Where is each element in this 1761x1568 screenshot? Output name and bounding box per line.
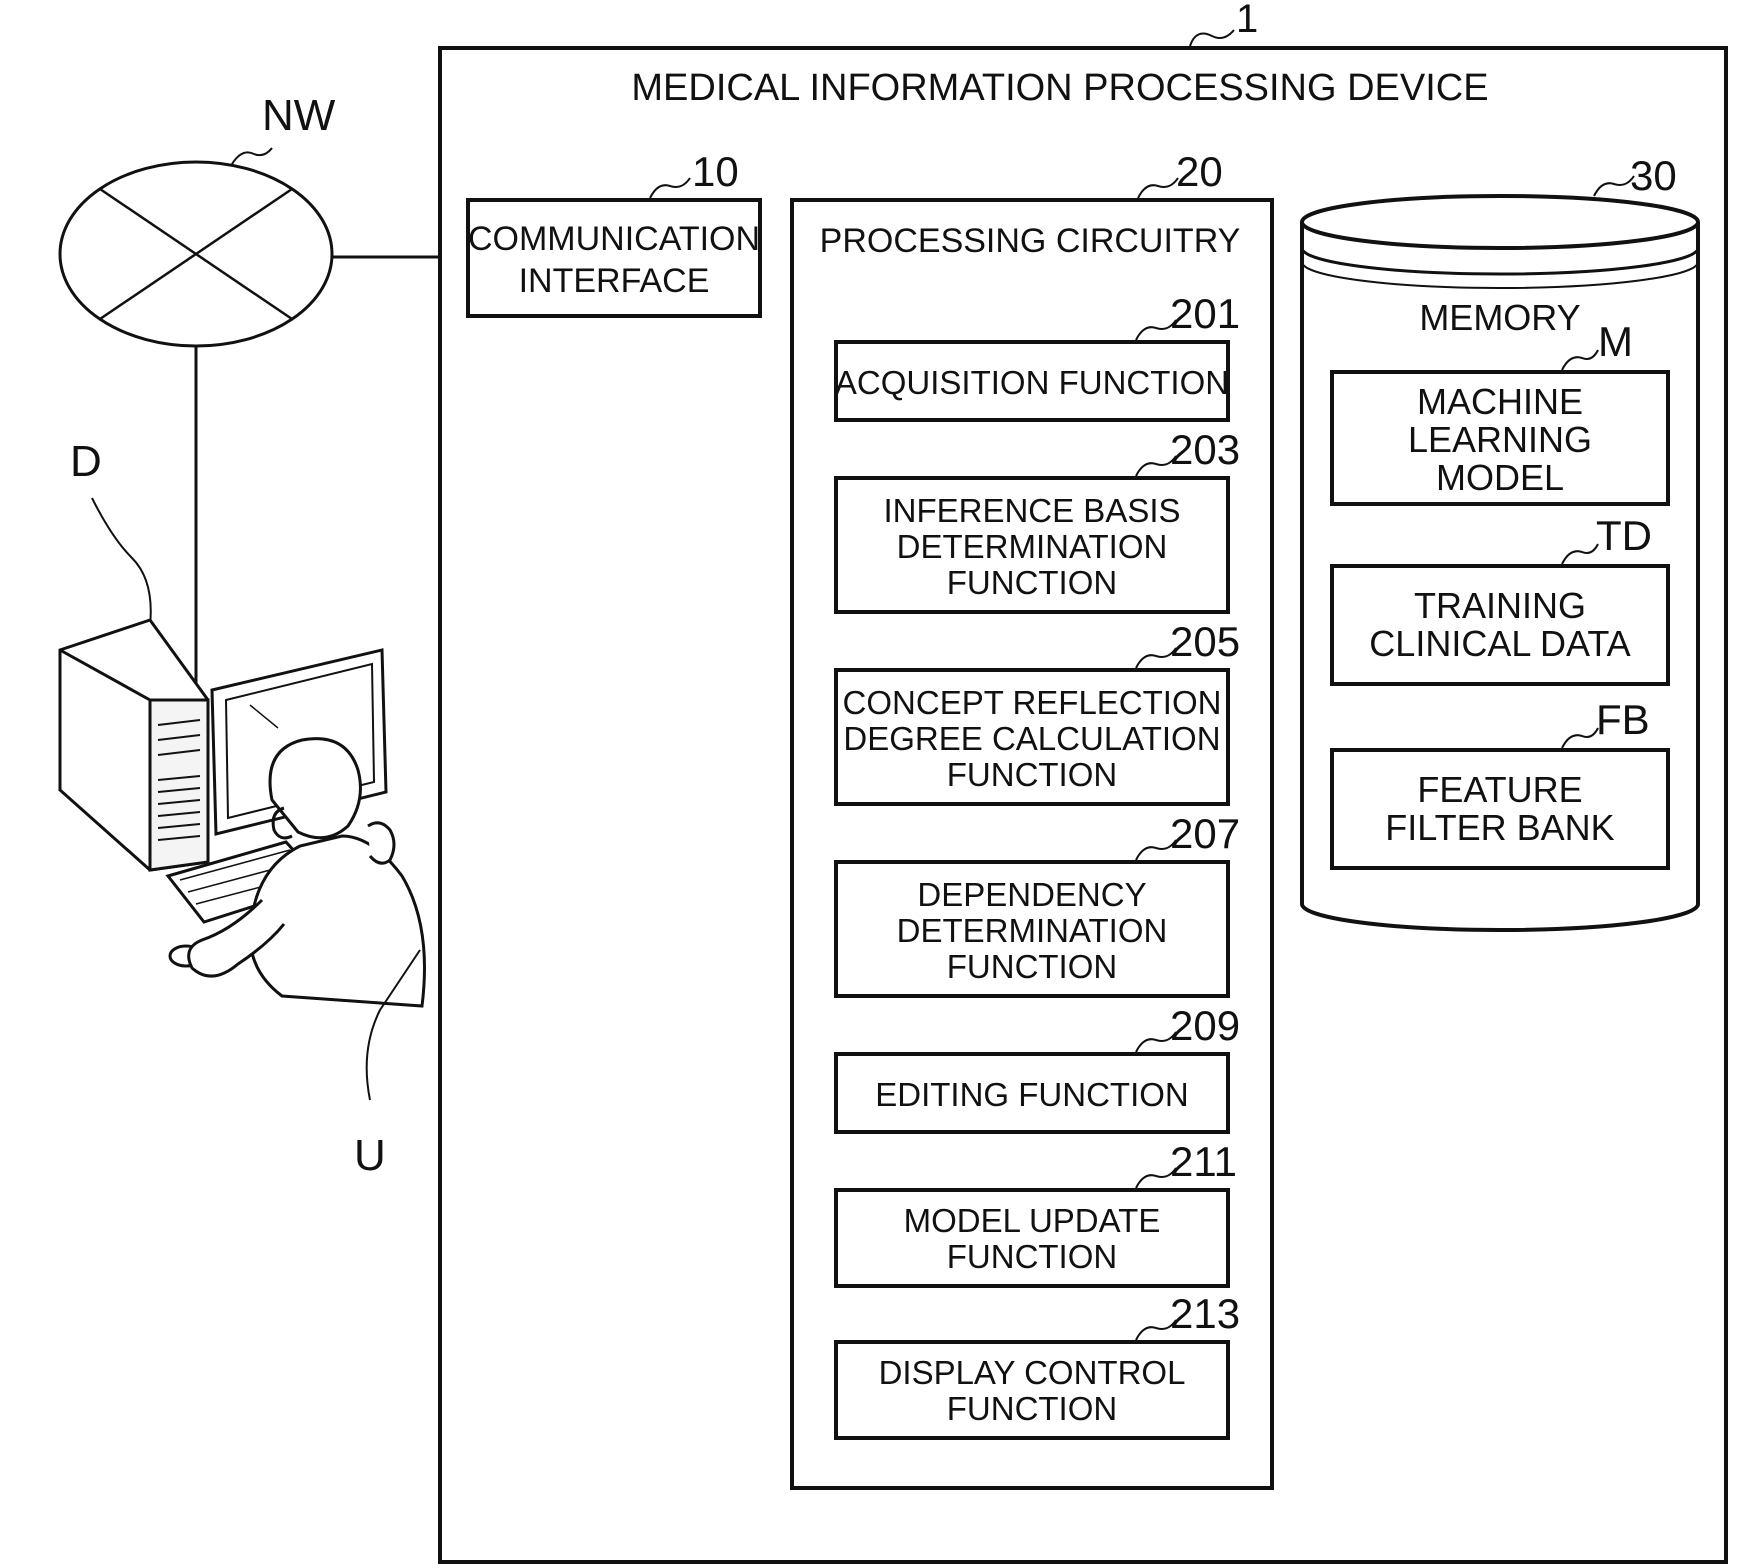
memory-item-line: FEATURE xyxy=(1417,769,1582,810)
memory-item-ref: M xyxy=(1598,318,1633,365)
function-label-line: DISPLAY CONTROL xyxy=(879,1354,1186,1391)
memory-item-ref: TD xyxy=(1596,512,1652,559)
memory-item-line: MODEL xyxy=(1436,457,1564,498)
memory-item-line: FILTER BANK xyxy=(1385,807,1614,848)
function-ref: 203 xyxy=(1170,426,1240,473)
user-head xyxy=(270,739,360,838)
function-label-line: DETERMINATION xyxy=(897,528,1168,565)
processing-circuitry-ref: 20 xyxy=(1176,148,1223,195)
function-label-line: CONCEPT REFLECTION xyxy=(843,684,1222,721)
function-label-line: FUNCTION xyxy=(947,756,1117,793)
network-ref: NW xyxy=(262,91,336,140)
function-label-line: DETERMINATION xyxy=(897,912,1168,949)
function-label-line: MODEL UPDATE xyxy=(904,1202,1161,1239)
function-label-line: FUNCTION xyxy=(947,1390,1117,1427)
function-ref: 201 xyxy=(1170,290,1240,337)
processing-circuitry-ref-leader xyxy=(1138,178,1178,198)
user-ref: U xyxy=(354,1131,386,1180)
function-label-line: FUNCTION xyxy=(947,948,1117,985)
function-label-line: FUNCTION xyxy=(947,1238,1117,1275)
communication-interface-line-1: COMMUNICATION xyxy=(468,220,760,258)
processing-circuitry-title: PROCESSING CIRCUITRY xyxy=(820,222,1241,260)
device-title: MEDICAL INFORMATION PROCESSING DEVICE xyxy=(631,67,1488,109)
memory-ref-leader xyxy=(1594,176,1634,196)
user-hand xyxy=(368,823,394,863)
memory-cylinder-top xyxy=(1302,196,1698,248)
function-ref: 205 xyxy=(1170,618,1240,665)
network-node xyxy=(60,162,332,346)
memory-item-line: CLINICAL DATA xyxy=(1369,623,1630,664)
communication-interface-line-2: INTERFACE xyxy=(519,262,710,300)
communication-interface-ref-leader xyxy=(650,178,690,198)
function-ref: 207 xyxy=(1170,810,1240,857)
memory-item-line: MACHINE xyxy=(1417,381,1583,422)
network-ref-leader xyxy=(232,148,272,164)
memory-title: MEMORY xyxy=(1419,297,1580,338)
device-ref: 1 xyxy=(1236,0,1258,41)
device-ref-leader xyxy=(1190,30,1234,46)
computer-terminal-illustration xyxy=(60,620,425,1006)
function-ref: 213 xyxy=(1170,1290,1240,1337)
memory-ref: 30 xyxy=(1630,152,1677,199)
terminal-ref: D xyxy=(70,437,102,486)
function-label-line: FUNCTION xyxy=(947,564,1117,601)
function-ref: 209 xyxy=(1170,1002,1240,1049)
function-label-line: DEPENDENCY xyxy=(917,876,1146,913)
function-label-line: INFERENCE BASIS xyxy=(883,492,1180,529)
communication-interface-ref: 10 xyxy=(692,148,739,195)
memory-item-line: TRAINING xyxy=(1414,585,1586,626)
memory-item-line: LEARNING xyxy=(1408,419,1592,460)
function-label-line: EDITING FUNCTION xyxy=(875,1076,1188,1113)
function-label-line: ACQUISITION FUNCTION xyxy=(835,364,1229,401)
function-ref: 211 xyxy=(1170,1138,1237,1185)
memory-item-ref: FB xyxy=(1596,696,1650,743)
function-label-line: DEGREE CALCULATION xyxy=(843,720,1220,757)
